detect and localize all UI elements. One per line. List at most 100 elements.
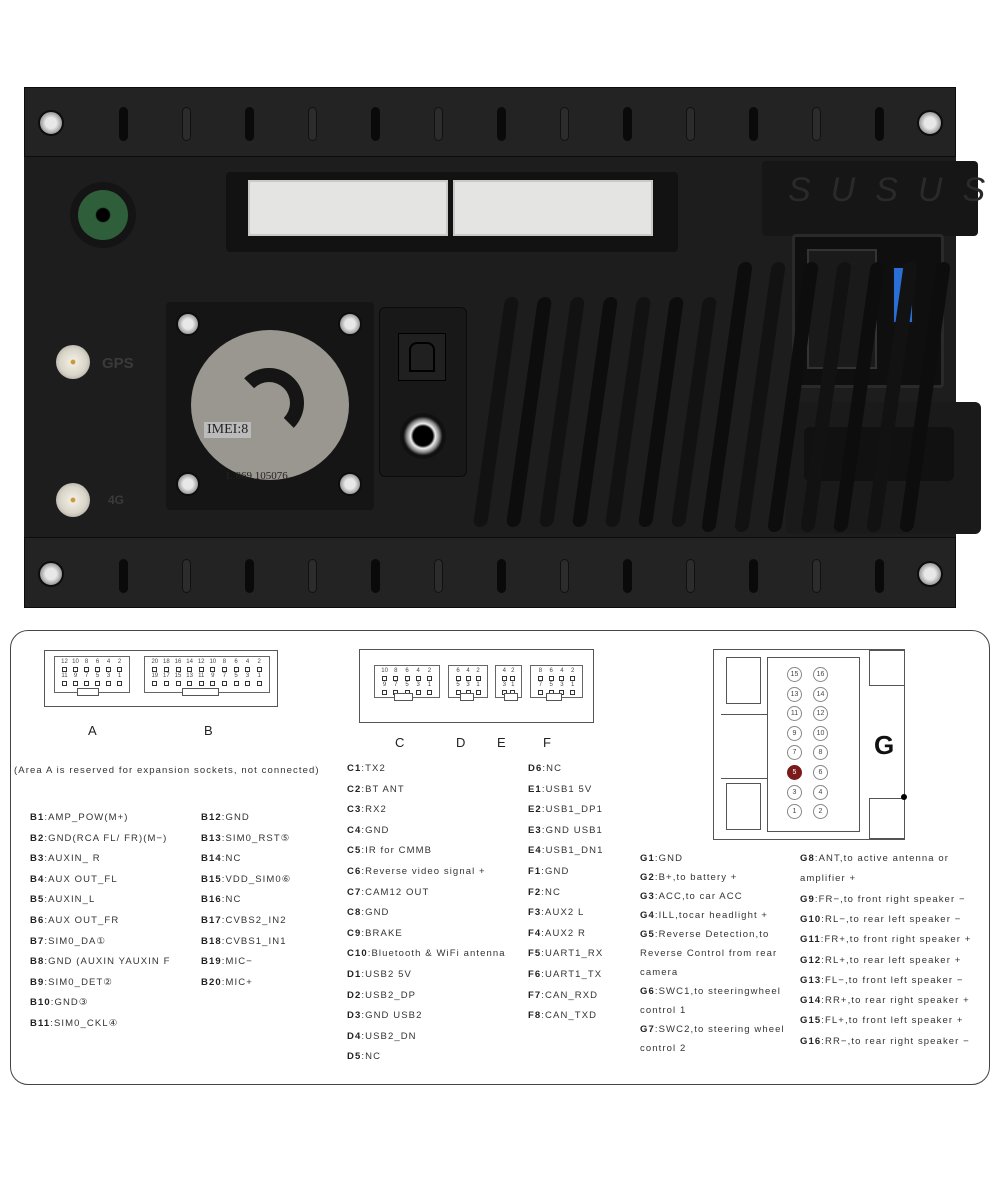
separator: : bbox=[361, 969, 366, 980]
pin-description: C5:IR for CMMB bbox=[347, 845, 432, 856]
separator: : bbox=[367, 948, 372, 960]
pin-id: B1 bbox=[30, 812, 45, 823]
pin-number: 9 bbox=[382, 682, 387, 688]
gps-antenna-connector[interactable] bbox=[56, 345, 90, 379]
pin-function: camera bbox=[640, 967, 679, 978]
pin-function: CAN_TXD bbox=[545, 1010, 598, 1022]
optical-port[interactable] bbox=[398, 333, 446, 381]
g-pin-7: 7 bbox=[787, 745, 802, 761]
fan-blade-icon bbox=[234, 368, 304, 438]
pin-number: 11 bbox=[61, 673, 68, 679]
pin-function: NC bbox=[365, 1051, 382, 1063]
pin-description: F6:UART1_TX bbox=[528, 969, 602, 980]
screw-icon bbox=[338, 472, 362, 496]
pin-description: G10:RL−,to rear left speaker − bbox=[800, 914, 961, 925]
rca-jack[interactable] bbox=[400, 413, 446, 459]
latch bbox=[546, 693, 562, 701]
pin-id: B6 bbox=[30, 915, 45, 926]
pin-function: FL−,to front left speaker − bbox=[825, 974, 964, 986]
pin-id: C6 bbox=[347, 866, 362, 877]
pin-number: 3 bbox=[416, 682, 420, 688]
pin-function: control 1 bbox=[640, 1005, 687, 1016]
pin-description: G16:RR−,to rear right speaker − bbox=[800, 1036, 970, 1047]
vent-slot bbox=[560, 107, 569, 141]
separator: : bbox=[821, 974, 826, 986]
pin-number: 10 bbox=[72, 659, 79, 665]
pin-id: C8 bbox=[347, 907, 362, 919]
pin-number: 1 bbox=[476, 682, 480, 688]
pin-id: G8 bbox=[800, 853, 815, 864]
connector-f-label: F bbox=[543, 735, 551, 750]
pin-number: 2 bbox=[257, 659, 261, 665]
pin bbox=[455, 690, 461, 695]
pin-id: B10 bbox=[30, 997, 51, 1009]
separator: : bbox=[654, 891, 659, 902]
separator: : bbox=[542, 763, 547, 774]
separator: : bbox=[221, 853, 226, 865]
pin-description: F5:UART1_RX bbox=[528, 948, 603, 959]
pin bbox=[152, 667, 158, 672]
pin-id: B18 bbox=[201, 935, 222, 947]
pin-function: MIC+ bbox=[225, 976, 253, 988]
pin-function: AUX2 L bbox=[545, 907, 585, 919]
pin-number: 6 bbox=[405, 668, 409, 674]
pin-function: ACC,to car ACC bbox=[658, 891, 743, 902]
separator: : bbox=[821, 1015, 826, 1027]
separator: : bbox=[541, 783, 546, 795]
radio-antenna-jack[interactable] bbox=[70, 182, 136, 248]
connector-b-label: B bbox=[204, 723, 213, 738]
pin-description: B19:MIC− bbox=[201, 956, 253, 967]
separator: : bbox=[361, 1010, 366, 1022]
g-latch-top-left bbox=[726, 657, 761, 704]
connector-cdef[interactable] bbox=[453, 180, 653, 236]
screw-icon bbox=[176, 472, 200, 496]
pin bbox=[62, 681, 67, 686]
pin-description: G4:ILL,tocar headlight + bbox=[640, 910, 768, 921]
connector-ab[interactable] bbox=[248, 180, 448, 236]
bottom-rail bbox=[24, 537, 956, 608]
latch bbox=[77, 688, 100, 696]
pin-description: E1:USB1 5V bbox=[528, 784, 592, 795]
pin bbox=[73, 681, 78, 686]
pin bbox=[415, 690, 421, 695]
pin-id: B2 bbox=[30, 832, 45, 844]
pin-function: B+,to battery + bbox=[658, 872, 738, 883]
pin bbox=[537, 676, 543, 681]
pin-id: B3 bbox=[30, 853, 45, 865]
vent-slot bbox=[623, 107, 632, 141]
pin-function: NC bbox=[225, 853, 242, 865]
pin-function: AUX OUT_FL bbox=[48, 873, 118, 885]
separator: : bbox=[44, 873, 49, 885]
separator: : bbox=[654, 872, 659, 883]
pin-function: IR for CMMB bbox=[365, 845, 433, 857]
pin-id: G16 bbox=[800, 1035, 822, 1047]
pin-description: D2:USB2_DP bbox=[347, 990, 416, 1001]
g-pin-12: 12 bbox=[813, 706, 828, 722]
pin bbox=[404, 676, 410, 681]
pin-description: C9:BRAKE bbox=[347, 928, 403, 939]
pin-function: NC bbox=[545, 886, 561, 898]
pin-description: B18:CVBS1_IN1 bbox=[201, 936, 287, 947]
separator: : bbox=[541, 927, 546, 939]
pin-id: G15 bbox=[800, 1015, 822, 1027]
pin bbox=[465, 676, 471, 681]
vent-slot bbox=[497, 559, 506, 593]
screw-icon bbox=[38, 110, 64, 136]
pin bbox=[187, 667, 193, 672]
pin-function: FL+,to front left speaker + bbox=[825, 1015, 964, 1027]
vent-slot bbox=[182, 107, 191, 141]
pin-description: B11:SIM0_CKL④ bbox=[30, 1018, 118, 1029]
separator: : bbox=[361, 1051, 366, 1063]
separator: : bbox=[654, 853, 659, 864]
pin-id: C5 bbox=[347, 845, 362, 857]
4g-antenna-connector[interactable] bbox=[56, 483, 90, 517]
pin-number: 7 bbox=[394, 682, 398, 688]
pin bbox=[233, 681, 239, 686]
pin-description: E2:USB1_DP1 bbox=[528, 804, 603, 815]
pin-description: E4:USB1_DN1 bbox=[528, 845, 603, 856]
pin-id: B5 bbox=[30, 894, 45, 906]
pin-description: C10:Bluetooth & WiFi antenna bbox=[347, 948, 506, 959]
pin-number: 8 bbox=[394, 668, 398, 674]
